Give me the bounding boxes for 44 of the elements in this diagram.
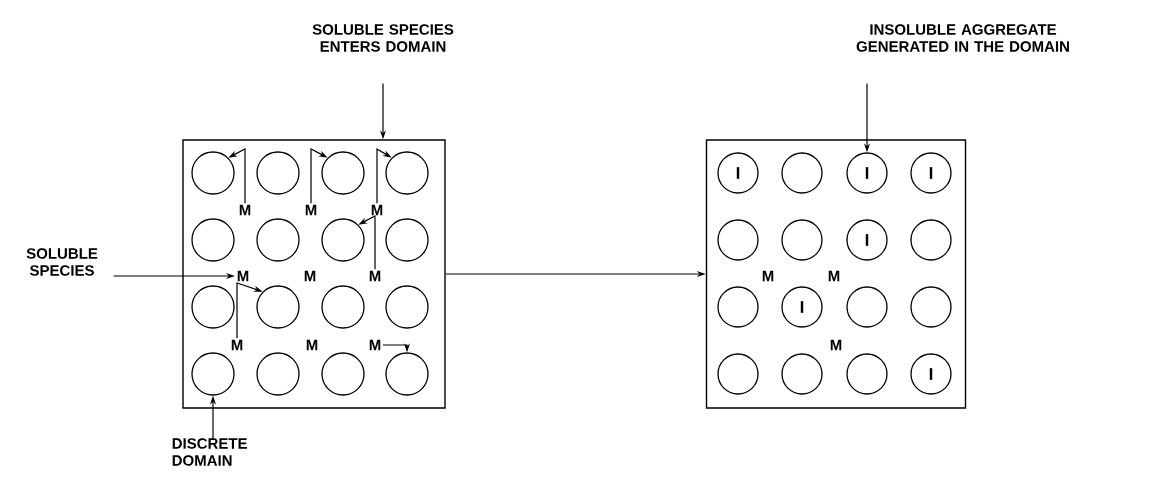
domain-circle <box>256 218 300 262</box>
domain-circle <box>910 219 952 261</box>
domain-box <box>705 139 967 409</box>
domain-circle <box>385 352 429 396</box>
domain-circle <box>781 152 823 194</box>
domain-circle <box>191 151 235 195</box>
species-letter: M <box>237 270 249 282</box>
domain-circle <box>717 219 759 261</box>
domain-circle <box>256 151 300 195</box>
domain-circle <box>385 285 429 329</box>
annotation-text: SOLUBLE SPECIES <box>26 248 98 276</box>
species-letter: M <box>369 270 381 282</box>
annotation-text: SOLUBLE SPECIES ENTERS DOMAIN <box>312 24 454 52</box>
domain-circle <box>256 285 300 329</box>
domain-circle <box>846 286 888 328</box>
domain-circle <box>781 353 823 395</box>
annotation-text: INSOLUBLE AGGREGATE GENERATED IN THE DOMAIN <box>856 24 1069 52</box>
domain-circle <box>781 219 823 261</box>
domain-circle <box>717 286 759 328</box>
domain-circle <box>321 151 365 195</box>
domain-circle <box>321 285 365 329</box>
species-letter: M <box>830 339 842 351</box>
domain-circle <box>191 352 235 396</box>
species-letter: M <box>305 204 317 216</box>
domain-circle <box>846 353 888 395</box>
domain-circle <box>385 151 429 195</box>
species-letter: M <box>231 339 243 351</box>
species-letter: M <box>762 270 774 282</box>
species-letter: M <box>828 270 840 282</box>
domain-circle <box>191 218 235 262</box>
domain-circle <box>321 352 365 396</box>
species-letter: M <box>304 270 316 282</box>
domain-circle <box>191 285 235 329</box>
domain-circle <box>910 286 952 328</box>
domain-circle <box>717 353 759 395</box>
domain-circle <box>256 352 300 396</box>
domain-box <box>182 139 446 409</box>
species-letter: M <box>369 339 381 351</box>
species-letter: M <box>239 204 251 216</box>
domain-circle <box>385 218 429 262</box>
species-letter: M <box>371 204 383 216</box>
domain-circle <box>321 218 365 262</box>
species-letter: M <box>306 339 318 351</box>
annotation-text: DISCRETE DOMAIN <box>172 438 247 466</box>
